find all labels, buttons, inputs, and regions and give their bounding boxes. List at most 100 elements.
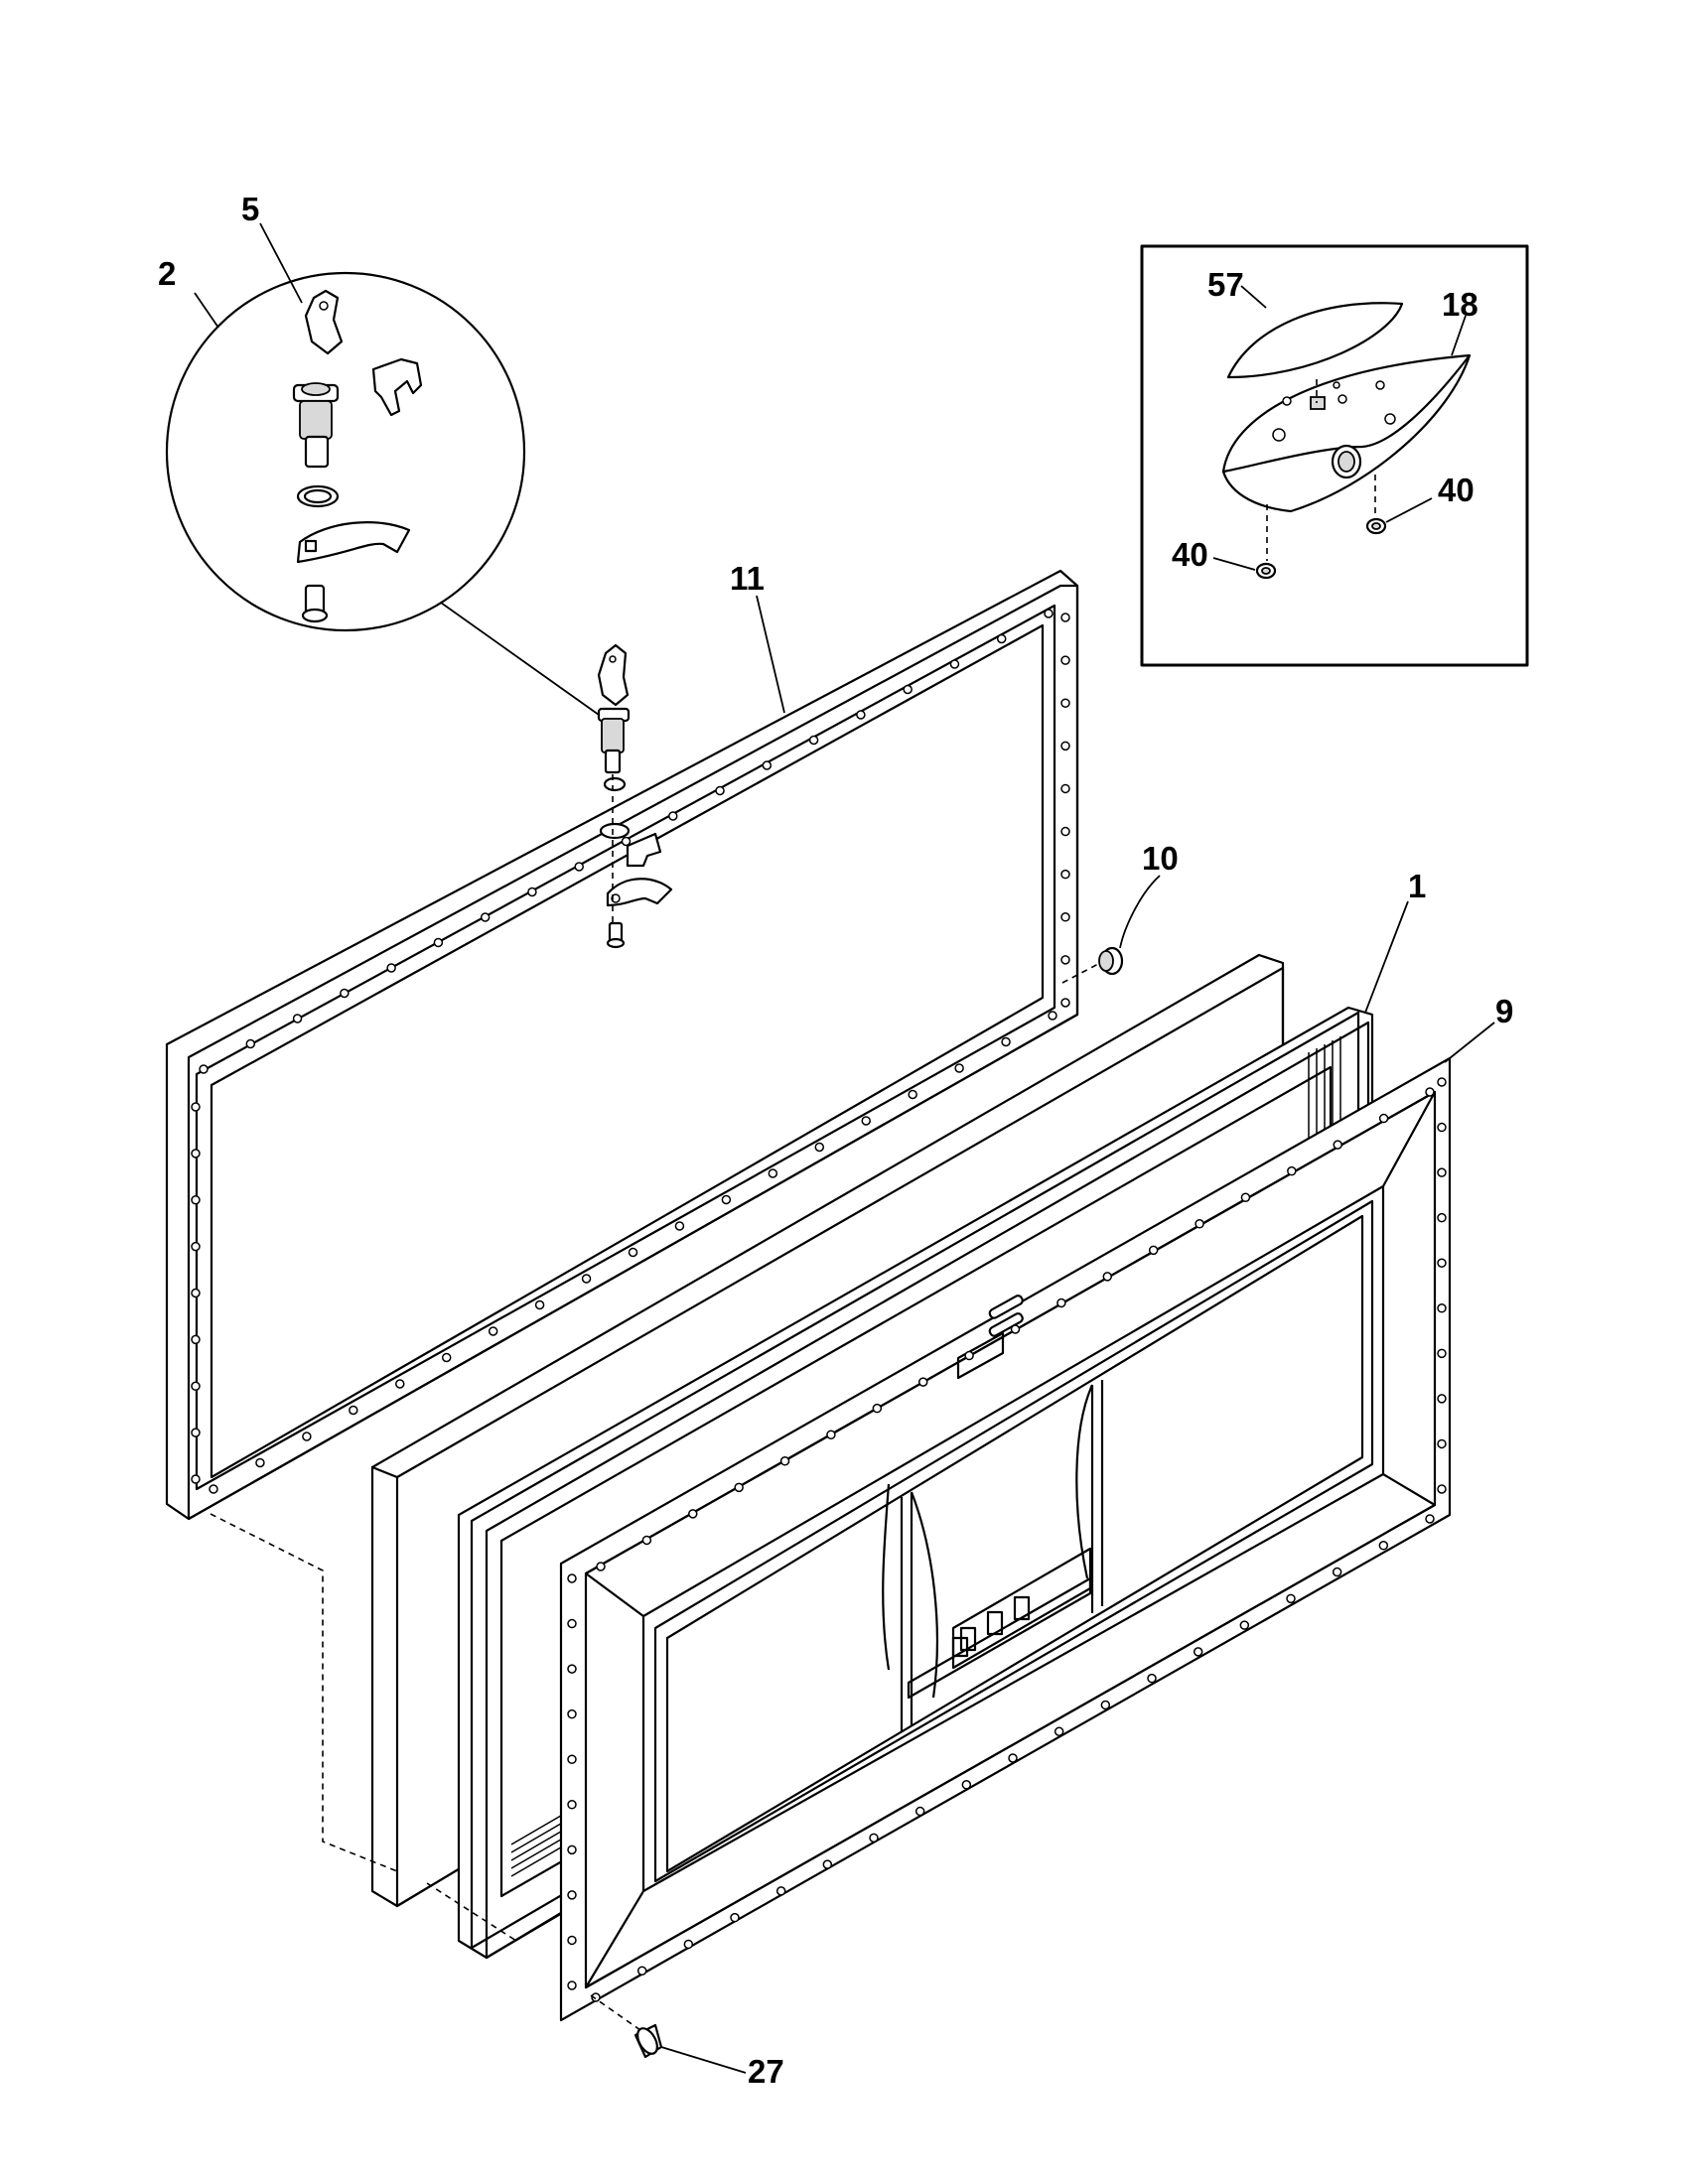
mounting-hole [1437,1212,1447,1223]
mounting-hole [567,1890,577,1900]
mounting-hole [488,1326,498,1336]
mounting-hole [779,1456,790,1466]
mounting-hole [1001,1036,1011,1047]
mounting-hole [1437,1122,1447,1133]
mounting-hole [822,1859,833,1869]
mounting-hole [574,862,584,872]
mounting-hole [292,1014,303,1024]
mounting-hole [1060,998,1070,1008]
mounting-hole [917,1377,928,1387]
mounting-hole [1102,1272,1113,1282]
mounting-hole [245,1038,256,1049]
mounting-hole [961,1780,972,1790]
mounting-hole [567,1573,577,1583]
mounting-hole [954,1063,964,1073]
mounting-hole [302,1432,312,1441]
mounting-hole [1044,609,1054,618]
mounting-hole [808,735,819,746]
plug-part-10 [1061,946,1124,984]
mounting-hole [340,988,350,999]
lock-detail-circle-part-2 [165,271,600,716]
mounting-hole [903,684,913,695]
mounting-hole [480,912,491,922]
mounting-hole [1060,741,1070,751]
mounting-hole [191,1288,201,1298]
mounting-hole [762,760,773,770]
mounting-hole [1148,1245,1159,1256]
mounting-hole [596,1562,606,1571]
mounting-hole [1060,613,1070,622]
mounting-hole [1239,1620,1250,1630]
mounting-hole [908,1089,917,1100]
mounting-hole [872,1403,883,1414]
mounting-hole [1287,1165,1297,1176]
mounting-hole [199,1064,209,1074]
mounting-hole [861,1116,871,1126]
mounting-hole [775,1886,786,1896]
callout-10: 10 [1142,840,1179,877]
mounting-hole [1332,1567,1342,1577]
mounting-hole [527,887,537,897]
mounting-hole [1378,1541,1389,1551]
mounting-hole [688,1509,698,1519]
mounting-hole [1378,1113,1389,1124]
gasket-frame-part-11 [165,569,1079,1521]
mounting-hole [964,1350,974,1361]
assembly-dashed-path-2 [426,1882,517,1942]
leader-lines [194,222,1495,2074]
mounting-hole [349,1405,358,1416]
mounting-hole [1437,1077,1447,1087]
mounting-hole [191,1149,201,1159]
mounting-hole [567,1844,577,1855]
mounting-hole [914,1806,925,1817]
mounting-hole [1100,1700,1111,1710]
mounting-hole [567,1664,577,1674]
mounting-hole [1056,1297,1066,1308]
vent-grille-lower [510,1812,567,1877]
mounting-hole [191,1102,201,1112]
mounting-hole [1147,1673,1157,1684]
mounting-hole [1060,826,1070,837]
mounting-hole [1425,1514,1435,1524]
mounting-hole [191,1195,201,1205]
mounting-hole [591,1992,601,2002]
mounting-hole [386,963,396,973]
mounting-hole [1437,1167,1447,1177]
mounting-hole [1437,1303,1447,1313]
mounting-hole [567,1754,577,1764]
callout-40-right: 40 [1438,472,1475,508]
mounting-hole [534,1299,545,1310]
mounting-hole [1060,783,1070,794]
mounting-hole [567,1935,577,1946]
mounting-hole [567,1618,577,1629]
mounting-hole [1060,912,1070,922]
mounting-hole [814,1142,825,1153]
mounting-hole [209,1484,218,1494]
screw-part-27 [590,1994,663,2059]
mounting-hole [1010,1324,1021,1334]
mounting-hole [674,1221,685,1231]
mounting-hole [1437,1438,1447,1449]
mounting-hole [1286,1593,1296,1604]
callout-2: 2 [158,255,176,292]
mounting-hole [856,710,866,720]
mounting-hole [567,1708,577,1719]
callout-11: 11 [730,560,765,597]
mounting-hole [567,1980,577,1990]
callout-1: 1 [1408,868,1426,904]
mounting-hole [1240,1192,1251,1202]
mounting-hole [1437,1348,1447,1359]
lock-assembly [597,643,673,949]
mounting-hole [1060,698,1070,708]
mounting-hole [628,1247,638,1258]
mounting-hole [683,1939,694,1950]
mounting-hole [191,1381,201,1391]
mounting-hole [433,937,444,948]
mounting-hole [1195,1219,1204,1229]
mounting-hole [715,785,725,796]
mounting-hole [641,1535,652,1546]
vent-grille-upper [1308,1036,1341,1152]
lens-part-57 [1226,302,1404,379]
handle-part-18 [1221,353,1472,513]
